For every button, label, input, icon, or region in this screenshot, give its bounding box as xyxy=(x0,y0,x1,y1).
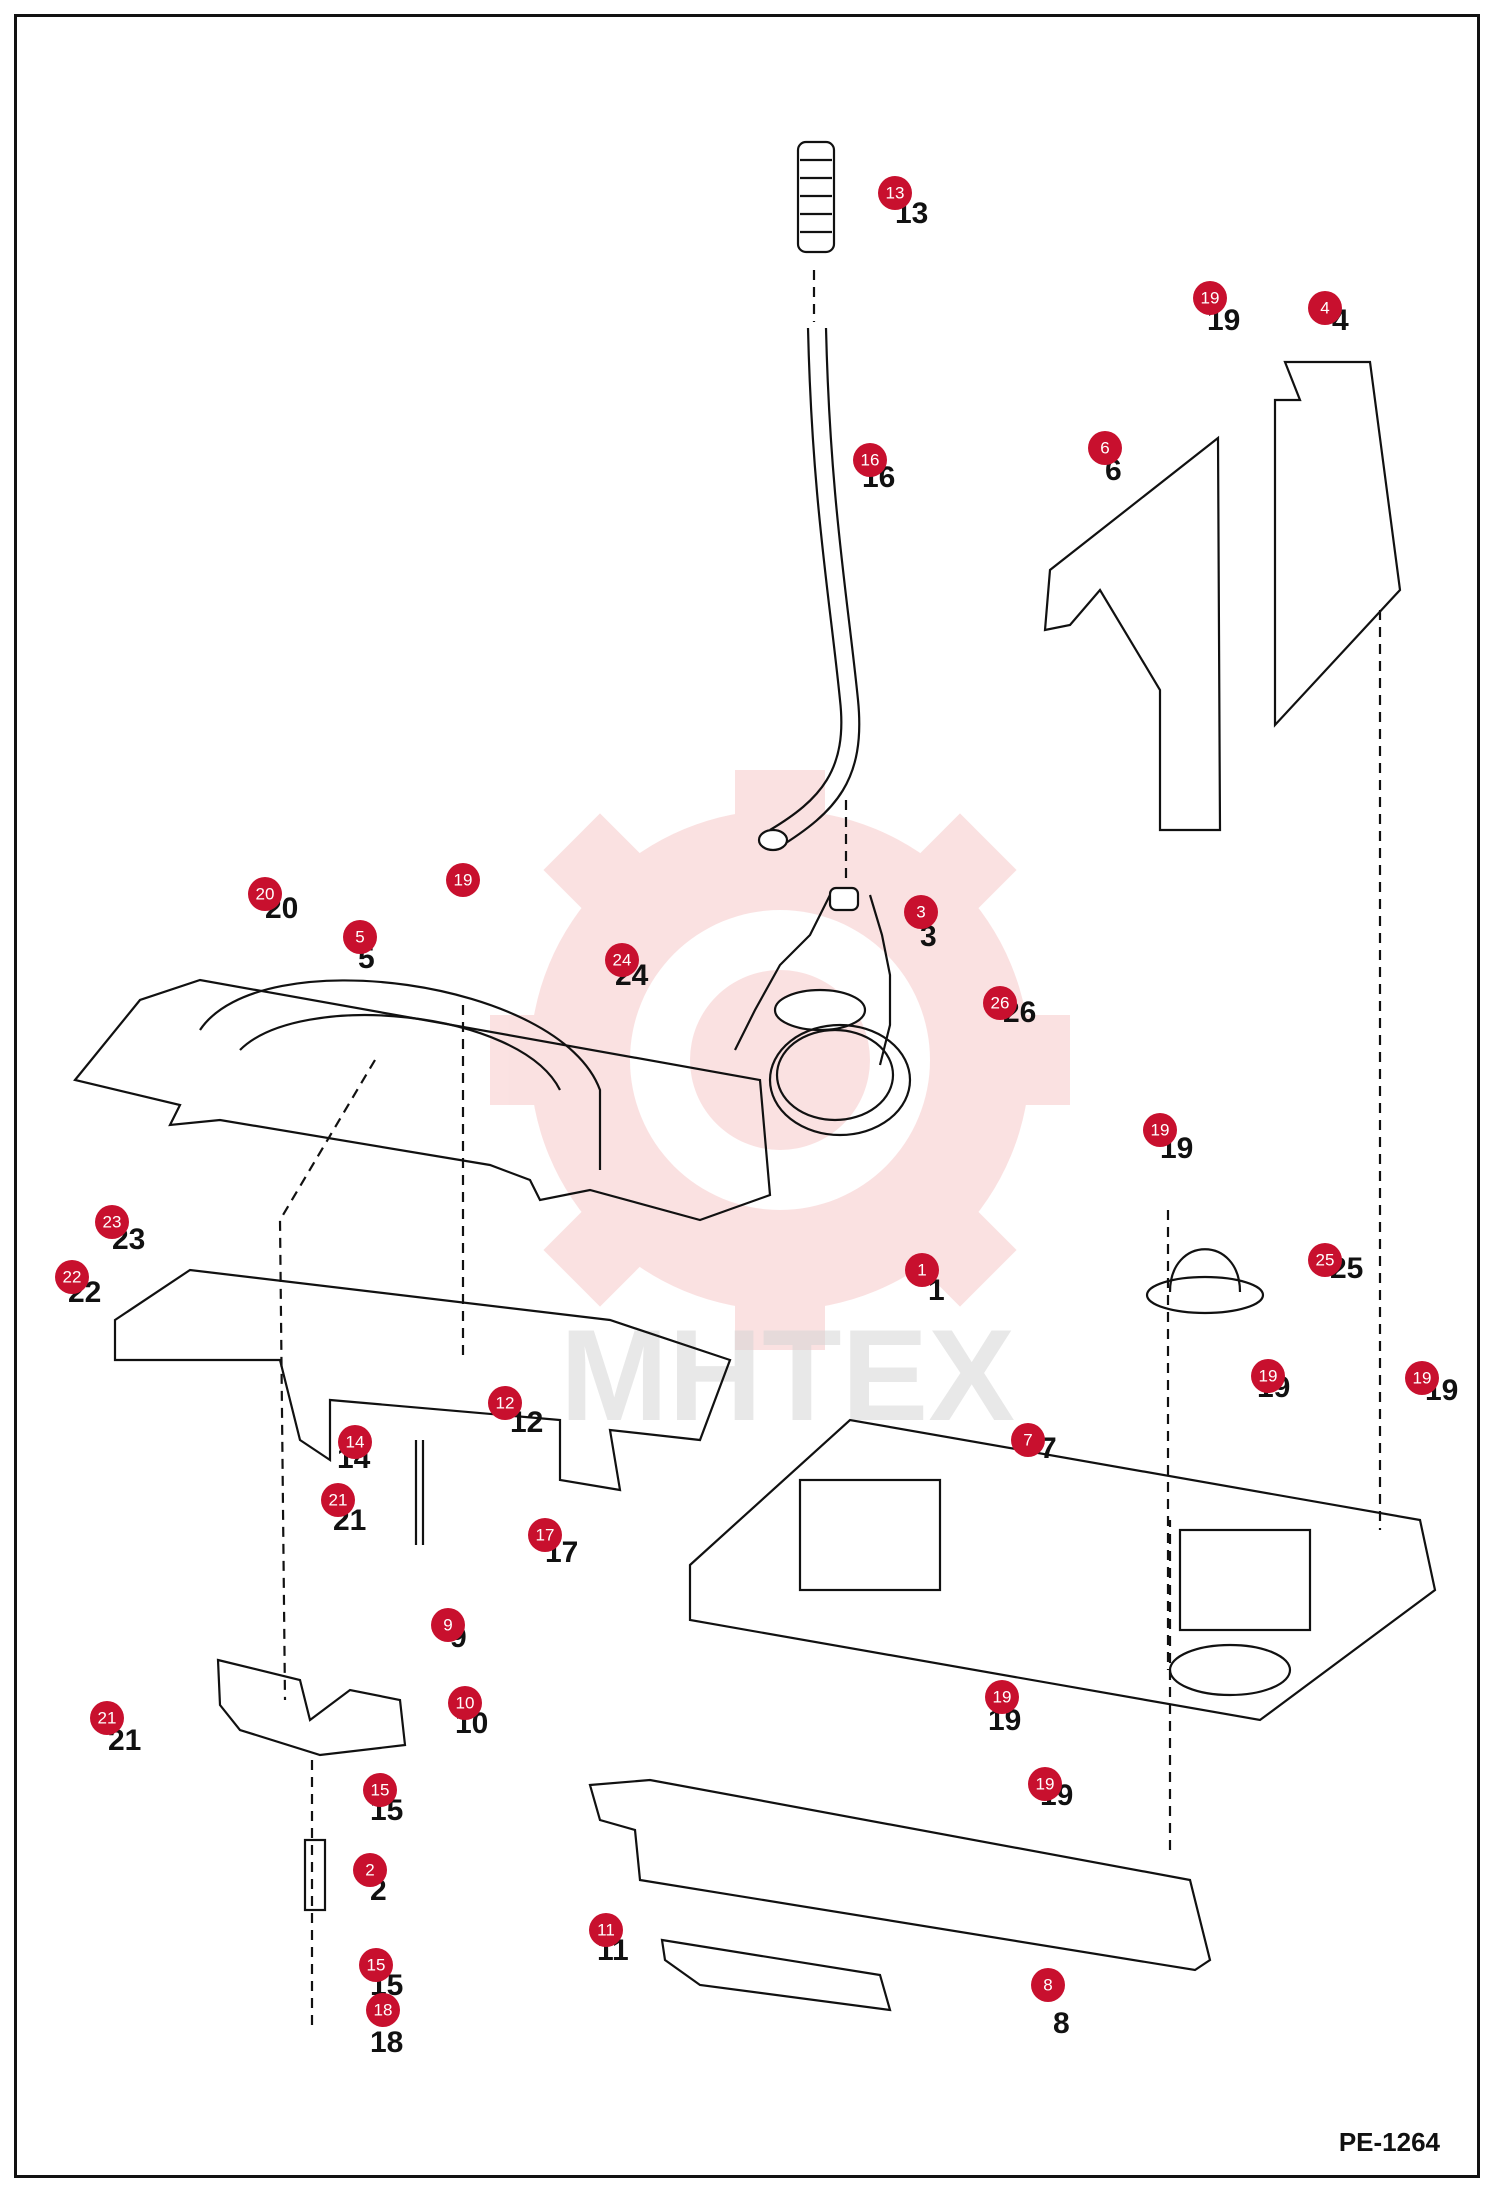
callout-badge-7: 7 xyxy=(1011,1423,1045,1457)
svg-text:23: 23 xyxy=(103,1213,122,1232)
part-8-channel xyxy=(588,1778,1212,1972)
callout-badge-15: 15 xyxy=(363,1773,397,1807)
svg-text:13: 13 xyxy=(886,184,905,203)
callout-badge-10: 10 xyxy=(448,1686,482,1720)
part-14-bolt xyxy=(414,1440,425,1545)
callout-badge-23: 23 xyxy=(95,1205,129,1239)
svg-text:10: 10 xyxy=(456,1694,475,1713)
part-3-boot xyxy=(734,886,912,1137)
callout-badge-3: 3 xyxy=(904,895,938,929)
svg-text:19: 19 xyxy=(1413,1369,1432,1388)
part-25-dome xyxy=(1145,1248,1265,1315)
svg-text:22: 22 xyxy=(63,1268,82,1287)
svg-text:19: 19 xyxy=(1259,1367,1278,1386)
callout-badge-22: 22 xyxy=(55,1260,89,1294)
parts-linework xyxy=(73,140,1437,2030)
part-10-bracket xyxy=(216,1658,407,1757)
svg-text:15: 15 xyxy=(371,1781,390,1800)
svg-text:3: 3 xyxy=(916,903,925,922)
svg-text:17: 17 xyxy=(536,1526,555,1545)
part-11-bracket xyxy=(660,1938,892,2012)
svg-text:9: 9 xyxy=(443,1616,452,1635)
callout-badge-9: 9 xyxy=(431,1608,465,1642)
callout-badge-19d: 19 xyxy=(1251,1359,1285,1393)
part-2-spring xyxy=(303,1838,327,1912)
callout-badge-2: 2 xyxy=(353,1853,387,1887)
callout-badge-19c: 19 xyxy=(1143,1113,1177,1147)
svg-text:16: 16 xyxy=(861,451,880,470)
svg-text:8: 8 xyxy=(1053,2007,1070,2040)
reference-code: PE-1264 xyxy=(1338,2127,1440,2157)
callout-badge-24: 24 xyxy=(605,943,639,977)
svg-text:19: 19 xyxy=(1036,1775,1055,1794)
callout-badge-1: 1 xyxy=(905,1253,939,1287)
watermark-text: МНТЕХ xyxy=(560,1302,1015,1448)
callout-badge-13: 13 xyxy=(878,176,912,210)
svg-text:8: 8 xyxy=(1043,1976,1052,1995)
svg-text:20: 20 xyxy=(256,885,275,904)
callout-badge-25: 25 xyxy=(1308,1243,1342,1277)
svg-text:26: 26 xyxy=(991,994,1010,1013)
callout-badge-16: 16 xyxy=(853,443,887,477)
diagram-frame xyxy=(14,14,1480,2178)
callout-badge-17: 17 xyxy=(528,1518,562,1552)
callout-badge-26: 26 xyxy=(983,986,1017,1020)
svg-text:11: 11 xyxy=(597,1921,615,1940)
part-6-plate xyxy=(1043,435,1222,832)
callout-badge-19b: 19 xyxy=(446,863,480,897)
part-5-panel xyxy=(73,978,772,1222)
callout-badge-21: 21 xyxy=(321,1483,355,1517)
callout-badge-14: 14 xyxy=(338,1425,372,1459)
svg-text:19: 19 xyxy=(1151,1121,1170,1140)
svg-text:19: 19 xyxy=(1201,289,1220,308)
callout-badge-19: 19 xyxy=(1193,281,1227,315)
part-7-frame xyxy=(688,1418,1437,1722)
callout-badge-19f: 19 xyxy=(985,1680,1019,1714)
callout-badge-20: 20 xyxy=(248,877,282,911)
callout-badge-19e: 19 xyxy=(1405,1361,1439,1395)
callout-badge-21b: 21 xyxy=(90,1701,124,1735)
svg-text:2: 2 xyxy=(365,1861,374,1880)
callout-badge-8: 8 xyxy=(1031,1968,1065,2002)
part-4-plate xyxy=(1273,360,1402,728)
svg-text:12: 12 xyxy=(496,1394,515,1413)
svg-text:18: 18 xyxy=(370,2026,403,2059)
svg-text:5: 5 xyxy=(355,928,364,947)
svg-text:1: 1 xyxy=(917,1261,926,1280)
svg-text:4: 4 xyxy=(1320,299,1329,318)
part-22-pad xyxy=(113,1268,732,1492)
svg-text:21: 21 xyxy=(98,1709,117,1728)
svg-text:21: 21 xyxy=(329,1491,348,1510)
svg-text:7: 7 xyxy=(1023,1431,1032,1450)
svg-text:15: 15 xyxy=(367,1956,386,1975)
svg-text:6: 6 xyxy=(1100,439,1109,458)
part-13-knob xyxy=(796,140,836,254)
svg-text:19: 19 xyxy=(993,1688,1012,1707)
callout-badge-19g: 19 xyxy=(1028,1767,1062,1801)
svg-text:24: 24 xyxy=(613,951,632,970)
svg-text:18: 18 xyxy=(374,2001,393,2020)
callout-badge-12: 12 xyxy=(488,1386,522,1420)
callout-badge-11: 11 xyxy=(589,1913,623,1947)
callout-badge-6: 6 xyxy=(1088,431,1122,465)
svg-text:14: 14 xyxy=(346,1433,365,1452)
callout-badges: 13 16 19 4 6 3 26 24 20 19 5 23 22 1 19 … xyxy=(55,176,1439,2027)
callout-badge-18: 18 xyxy=(366,1993,400,2027)
svg-text:25: 25 xyxy=(1316,1251,1335,1270)
callout-badge-4: 4 xyxy=(1308,291,1342,325)
part-16-lever xyxy=(769,327,861,849)
svg-text:19: 19 xyxy=(454,871,473,890)
callout-badge-5: 5 xyxy=(343,920,377,954)
callout-badge-15b: 15 xyxy=(359,1948,393,1982)
